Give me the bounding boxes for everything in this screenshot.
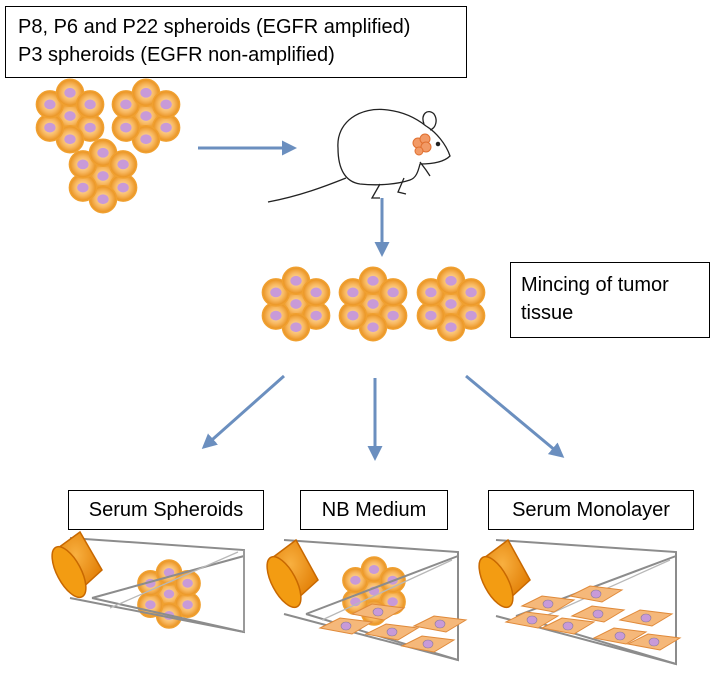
- condition-label-text: Serum Monolayer: [512, 499, 670, 521]
- condition-label-text: NB Medium: [321, 499, 427, 521]
- cell-nucleus: [182, 578, 193, 588]
- cell-nucleus: [445, 299, 457, 309]
- adherent-cell: [400, 635, 456, 653]
- cell-nucleus: [387, 310, 399, 321]
- flask-cap-3: [478, 538, 531, 609]
- condition-label-nb-medium: NB Medium: [300, 490, 448, 530]
- cell-nucleus: [140, 111, 152, 121]
- cell-nucleus: [347, 287, 359, 298]
- cell-nucleus: [64, 87, 76, 98]
- adherent-cell: [504, 611, 560, 629]
- cell-nucleus: [310, 310, 322, 321]
- condition-label-serum-spheroids: Serum Spheroids: [68, 490, 264, 530]
- tumor-graft-icon: [412, 133, 432, 156]
- cell-nucleus: [425, 310, 437, 321]
- adherent-cell: [626, 633, 682, 651]
- cell-nucleus: [290, 299, 302, 309]
- cell-nucleus: [347, 310, 359, 321]
- adherent-cell: [350, 603, 406, 621]
- cell-nucleus: [44, 122, 56, 133]
- adherent-cell: [412, 615, 468, 633]
- adherent-cell: [520, 595, 576, 613]
- mincing-label-box: Mincing of tumor tissue: [510, 262, 710, 338]
- arrow-to-serum-monolayer: [465, 374, 565, 458]
- spheroid-minced-1: [261, 266, 331, 342]
- adherent-cell: [364, 623, 420, 641]
- cell-nucleus: [387, 597, 398, 607]
- cell-nucleus: [97, 171, 109, 181]
- cell-nucleus: [445, 322, 457, 333]
- adherent-cell: [540, 617, 596, 635]
- cell-nucleus: [310, 287, 322, 298]
- cell-nucleus: [290, 275, 302, 286]
- cell-nucleus: [160, 122, 172, 133]
- adherent-cell: [618, 609, 674, 627]
- cell-nucleus: [367, 322, 379, 333]
- cell-nucleus: [367, 299, 379, 309]
- mincing-label: Mincing of tumor tissue: [521, 274, 669, 324]
- cell-nucleus: [290, 322, 302, 333]
- cell-nucleus: [140, 134, 152, 145]
- cell-nucleus: [270, 287, 282, 298]
- cell-nucleus: [97, 194, 109, 205]
- condition-label-text: Serum Spheroids: [88, 499, 244, 521]
- cell-nucleus: [465, 310, 477, 321]
- cell-nucleus: [368, 565, 380, 574]
- adherent-cell: [318, 617, 374, 635]
- cell-nucleus: [77, 182, 89, 193]
- cell-nucleus: [44, 99, 56, 110]
- spheroid-source-3: [68, 138, 138, 214]
- cell-nucleus: [270, 310, 282, 321]
- flask-serum-spheroids: [69, 537, 245, 634]
- cell-nucleus: [140, 87, 152, 98]
- cell-nucleus: [163, 589, 175, 599]
- flask-cap-1: [51, 530, 103, 599]
- cell-nucleus: [117, 159, 129, 170]
- cell-nucleus: [84, 99, 96, 110]
- flask-cap-2: [266, 538, 319, 609]
- spheroid-minced-2: [338, 266, 408, 342]
- cell-nucleus: [350, 575, 361, 585]
- spheroid-source-2: [111, 78, 181, 154]
- source-line-1: P8, P6 and P22 spheroids (EGFR amplified…: [18, 16, 411, 38]
- cell-nucleus: [387, 287, 399, 298]
- cell-nucleus: [64, 134, 76, 145]
- cell-nucleus: [77, 159, 89, 170]
- source-spheroids-box: P8, P6 and P22 spheroids (EGFR amplified…: [5, 6, 467, 78]
- cell-nucleus: [465, 287, 477, 298]
- cell-nucleus: [64, 111, 76, 121]
- spheroid-source-1: [35, 78, 105, 154]
- cell-nucleus: [182, 600, 193, 610]
- cell-nucleus: [97, 147, 109, 158]
- cell-nucleus: [163, 568, 175, 577]
- spheroid-minced-3: [416, 266, 486, 342]
- cell-nucleus: [367, 275, 379, 286]
- cell-nucleus: [445, 275, 457, 286]
- cell-nucleus: [120, 122, 132, 133]
- cell-nucleus: [120, 99, 132, 110]
- cell-nucleus: [84, 122, 96, 133]
- arrow-to-serum-spheroids: [201, 374, 285, 449]
- adherent-cell: [568, 585, 624, 603]
- cell-nucleus: [117, 182, 129, 193]
- adherent-cell: [592, 627, 648, 645]
- cell-nucleus: [145, 600, 156, 610]
- adherent-cell: [570, 605, 626, 623]
- cell-nucleus: [160, 99, 172, 110]
- mouse-illustration: [267, 108, 451, 203]
- cell-nucleus: [425, 287, 437, 298]
- condition-label-serum-monolayer: Serum Monolayer: [488, 490, 694, 530]
- source-line-2: P3 spheroids (EGFR non-amplified): [18, 44, 335, 66]
